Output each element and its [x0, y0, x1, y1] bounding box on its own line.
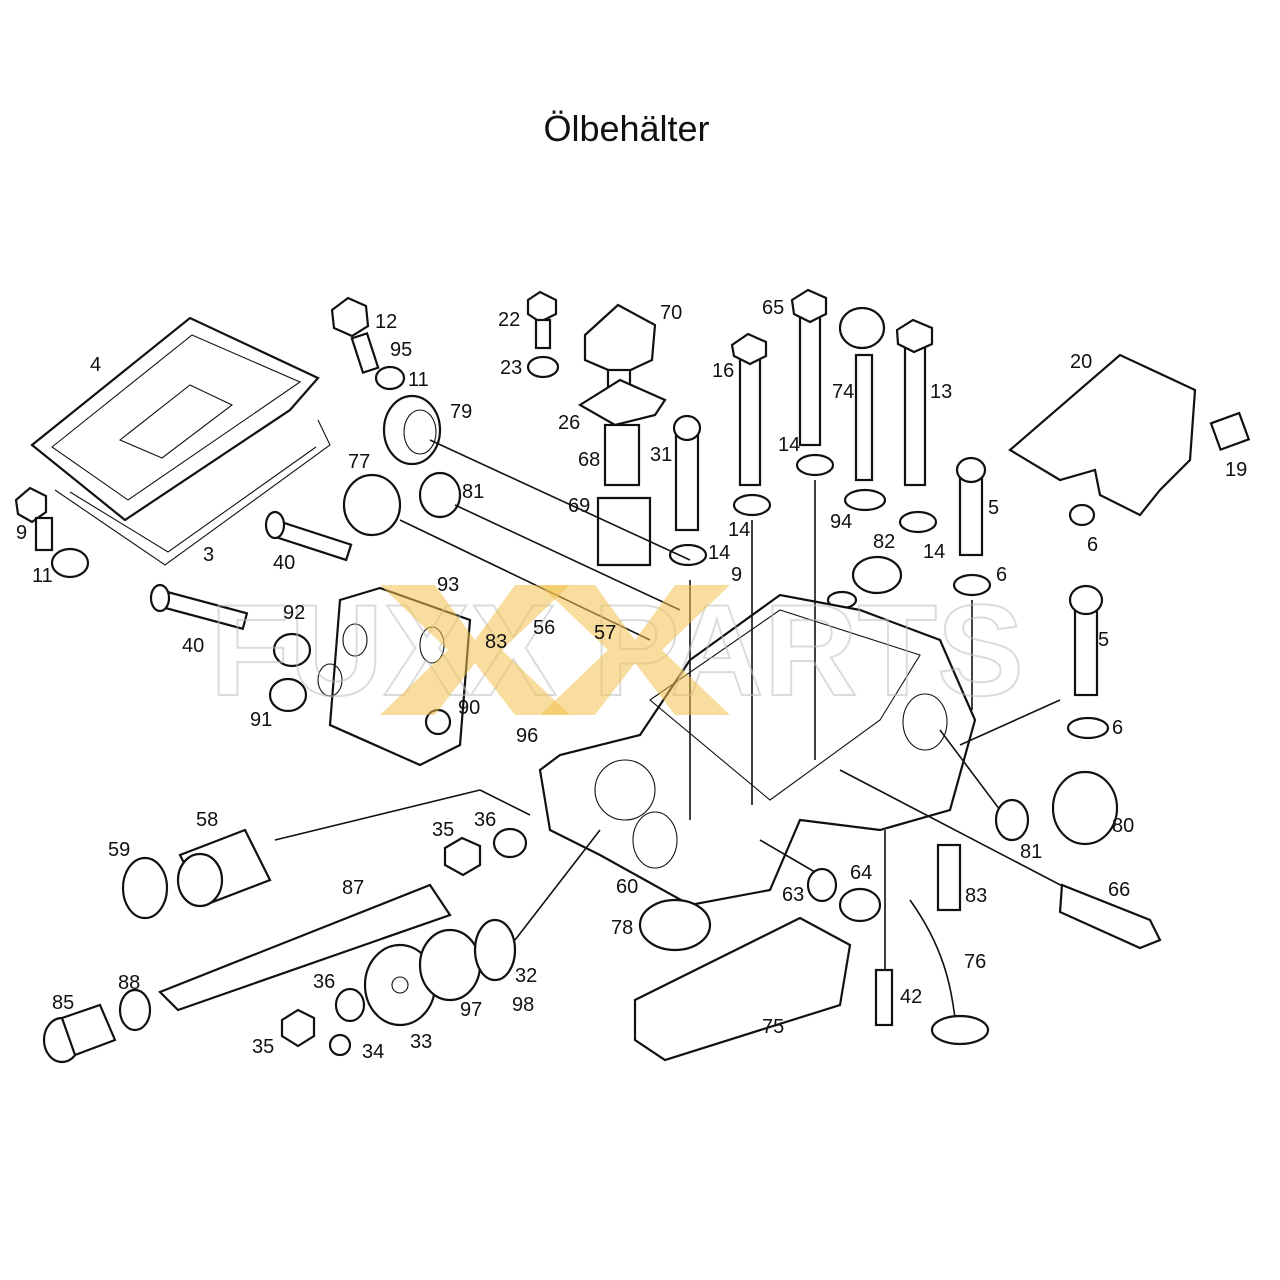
- part-label-87: 87: [342, 877, 365, 899]
- assembly-lines: [274, 439, 1071, 970]
- right-bolts: [826, 456, 1110, 740]
- part-label-16: 16: [712, 360, 735, 382]
- part-label-5: 5: [988, 497, 1000, 519]
- part-label-93: 93: [437, 574, 460, 596]
- part-label-90: 90: [458, 697, 481, 719]
- control-valve-top: [526, 290, 667, 567]
- part-label-40: 40: [182, 635, 205, 657]
- part-label-6: 6: [1112, 717, 1124, 739]
- part-label-33: 33: [410, 1031, 433, 1053]
- part-label-20: 20: [1070, 351, 1093, 373]
- part-label-11: 11: [408, 369, 429, 391]
- part-label-14: 14: [778, 434, 801, 456]
- part-label-74: 74: [832, 381, 855, 403]
- plug-77: [342, 471, 462, 537]
- right-side-parts: [994, 770, 1162, 950]
- part-label-40: 40: [273, 552, 296, 574]
- part-label-3: 3: [203, 544, 215, 566]
- cylinder-head-33: [363, 918, 517, 1027]
- part-label-65: 65: [762, 297, 785, 319]
- part-label-88: 88: [118, 972, 141, 994]
- part-label-77: 77: [348, 451, 371, 473]
- part-label-12: 12: [375, 311, 398, 333]
- part-label-64: 64: [850, 862, 873, 884]
- part-label-56: 56: [533, 617, 556, 639]
- bottom-center-parts: [633, 843, 990, 1062]
- part-label-75: 75: [762, 1016, 785, 1038]
- part-label-35: 35: [432, 819, 455, 841]
- part-label-95: 95: [390, 339, 413, 361]
- part-label-78: 78: [611, 917, 634, 939]
- part-label-36: 36: [474, 809, 497, 831]
- part-label-14: 14: [728, 519, 751, 541]
- part-label-83: 83: [965, 885, 988, 907]
- part-label-14: 14: [923, 541, 946, 563]
- seal-79: [382, 394, 442, 466]
- part-label-35: 35: [252, 1036, 275, 1058]
- part-label-19: 19: [1225, 459, 1248, 481]
- bolt-12: [330, 296, 406, 391]
- part-label-6: 6: [996, 564, 1008, 586]
- part-label-69: 69: [568, 495, 591, 517]
- part-label-42: 42: [900, 986, 923, 1008]
- part-label-66: 66: [1108, 879, 1131, 901]
- part-label-57: 57: [594, 622, 617, 644]
- bolts-40: [149, 510, 353, 631]
- part-label-85: 85: [52, 992, 75, 1014]
- part-label-81: 81: [462, 481, 485, 503]
- part-label-80: 80: [1112, 815, 1135, 837]
- part-label-70: 70: [660, 302, 683, 324]
- oil-pan-cover: [30, 316, 331, 566]
- piston-58: [121, 827, 528, 920]
- part-label-26: 26: [558, 412, 581, 434]
- part-label-91: 91: [250, 709, 273, 731]
- shaft-87: [42, 883, 452, 1064]
- part-label-4: 4: [90, 354, 102, 376]
- part-label-6: 6: [1087, 534, 1099, 556]
- part-label-5: 5: [1098, 629, 1110, 651]
- part-label-59: 59: [108, 839, 131, 861]
- part-label-63: 63: [782, 884, 805, 906]
- bolt-9-left: [14, 486, 90, 579]
- part-label-96: 96: [516, 725, 539, 747]
- part-label-23: 23: [500, 357, 523, 379]
- part-label-9: 9: [16, 522, 28, 544]
- part-label-34: 34: [362, 1041, 385, 1063]
- part-label-92: 92: [283, 602, 306, 624]
- part-label-13: 13: [930, 381, 953, 403]
- part-label-31: 31: [650, 444, 673, 466]
- part-label-11: 11: [32, 565, 53, 587]
- part-label-22: 22: [498, 309, 521, 331]
- part-label-9: 9: [731, 564, 743, 586]
- part-label-94: 94: [830, 511, 853, 533]
- part-label-58: 58: [196, 809, 219, 831]
- part-label-83: 83: [485, 631, 508, 653]
- bracket-20: [1008, 353, 1251, 527]
- part-label-82: 82: [873, 531, 896, 553]
- part-label-76: 76: [964, 951, 987, 973]
- part-label-60: 60: [616, 876, 639, 898]
- part-label-79: 79: [450, 401, 473, 423]
- part-label-98: 98: [512, 994, 535, 1016]
- part-label-97: 97: [460, 999, 483, 1021]
- part-label-81: 81: [1020, 841, 1043, 863]
- part-label-14: 14: [708, 542, 731, 564]
- part-label-36: 36: [313, 971, 336, 993]
- part-label-32: 32: [515, 965, 538, 987]
- tall-bolts: [668, 288, 938, 567]
- diagram-title: Ölbehälter: [543, 108, 710, 149]
- part-label-68: 68: [578, 449, 601, 471]
